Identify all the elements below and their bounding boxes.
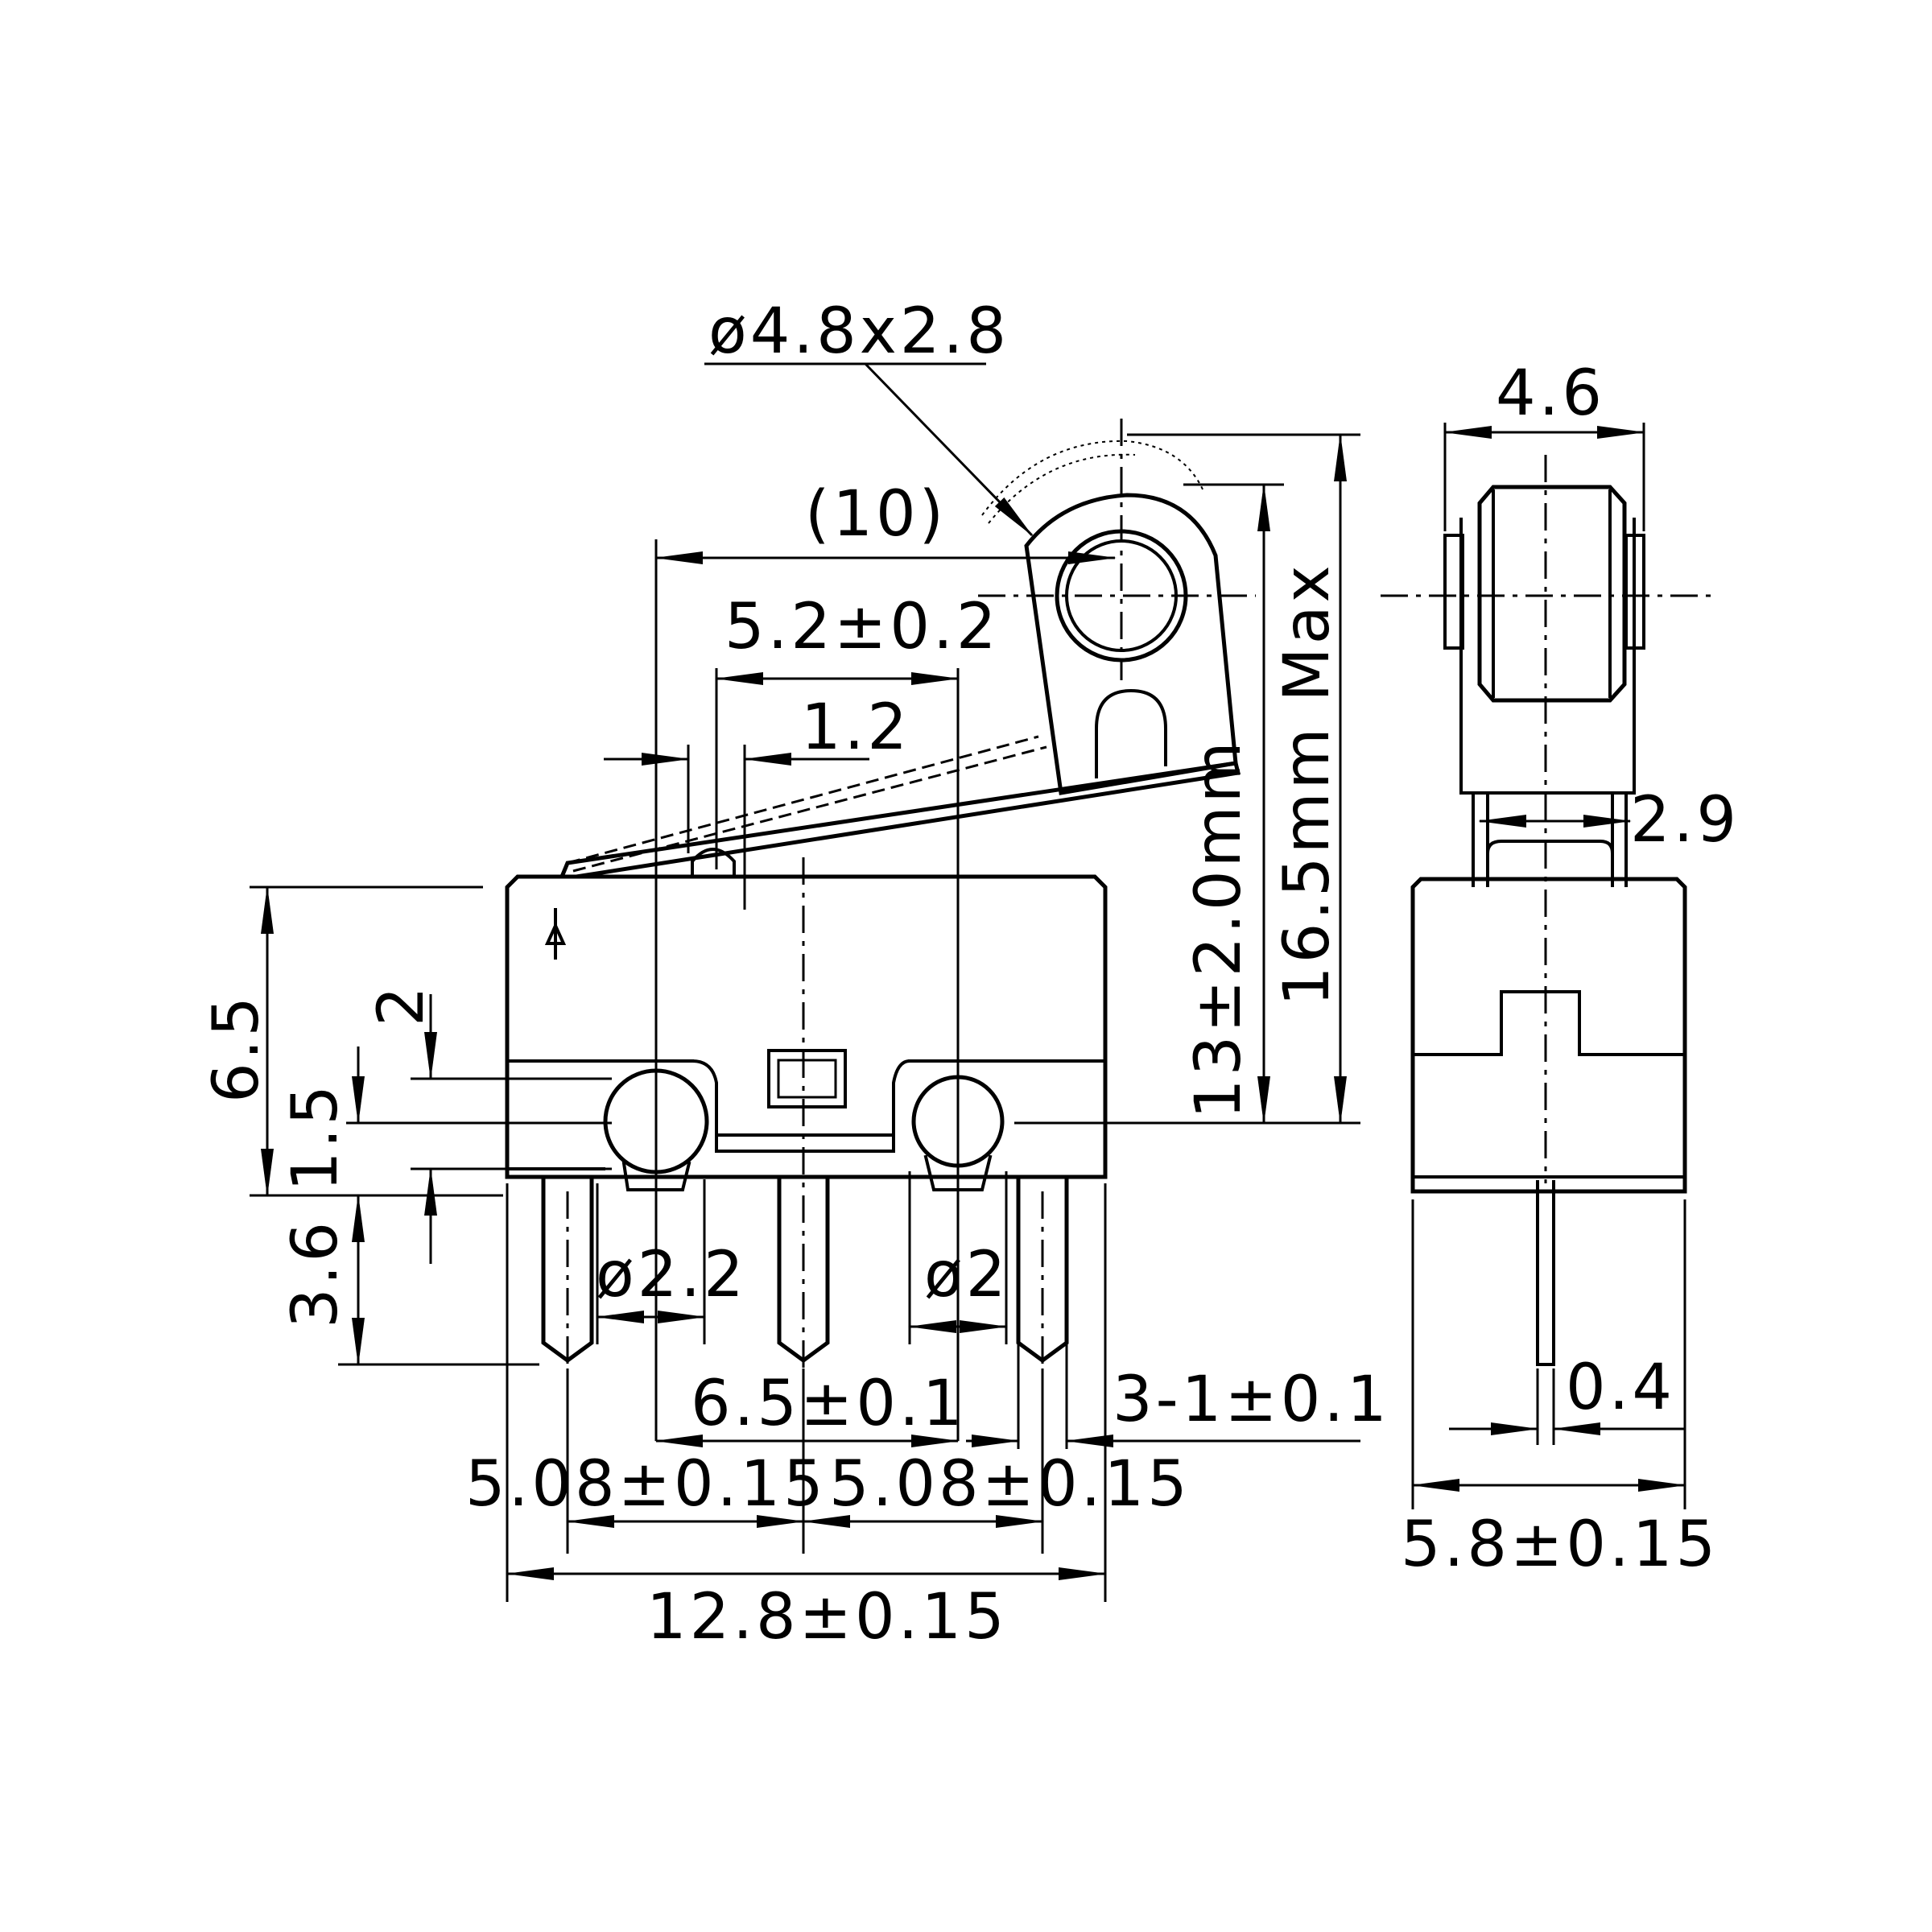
label-bracket-width: 2.9 bbox=[1630, 784, 1740, 857]
label-body-height: 6.5 bbox=[200, 993, 273, 1103]
label-pin-thickness: 0.4 bbox=[1566, 1352, 1675, 1424]
actuator-button bbox=[691, 848, 736, 878]
label-hole-dia-right: ø2 bbox=[924, 1239, 1009, 1311]
label-act-width: 1.2 bbox=[801, 691, 910, 764]
front-dimensions bbox=[250, 362, 1360, 1602]
switch-body bbox=[505, 874, 1108, 1179]
label-hole-dia-left: ø2.2 bbox=[596, 1239, 747, 1311]
label-dim-1-5: 1.5 bbox=[279, 1082, 352, 1191]
label-pin-pitch-right: 5.08±0.15 bbox=[829, 1448, 1191, 1521]
label-op-height: 13±2.0mm bbox=[1183, 738, 1255, 1119]
label-edge-offset: 3-1±0.1 bbox=[1113, 1364, 1390, 1436]
side-dimensions bbox=[1411, 423, 1686, 1509]
side-terminal bbox=[1536, 1180, 1555, 1366]
side-roller bbox=[1477, 485, 1627, 703]
plunger-window bbox=[767, 1049, 847, 1108]
roller-bracket bbox=[1024, 493, 1238, 795]
label-body-width: 5.8±0.15 bbox=[1401, 1509, 1719, 1581]
label-pin-pitch-left: 5.08±0.15 bbox=[465, 1448, 827, 1521]
label-body-length: 12.8±0.15 bbox=[646, 1581, 1008, 1653]
label-dim-3-6: 3.6 bbox=[279, 1219, 352, 1328]
side-body bbox=[1410, 877, 1687, 1194]
label-hole-pitch: 6.5±0.1 bbox=[691, 1368, 965, 1440]
label-act-pos: 5.2±0.2 bbox=[724, 591, 999, 663]
dimension-labels: ø4.8x2.8 (10) 5.2±0.2 1.2 13±2.0mm 16.5m… bbox=[200, 295, 1740, 1653]
label-roller-dia: ø4.8x2.8 bbox=[708, 295, 1009, 368]
side-view bbox=[1381, 455, 1719, 1366]
front-view bbox=[505, 419, 1256, 1449]
label-roller-width: 4.6 bbox=[1496, 357, 1605, 430]
label-lever-ref: (10) bbox=[805, 478, 947, 551]
label-max-height: 16.5mm Max bbox=[1271, 562, 1344, 1006]
label-dim-2: 2 bbox=[365, 983, 438, 1026]
